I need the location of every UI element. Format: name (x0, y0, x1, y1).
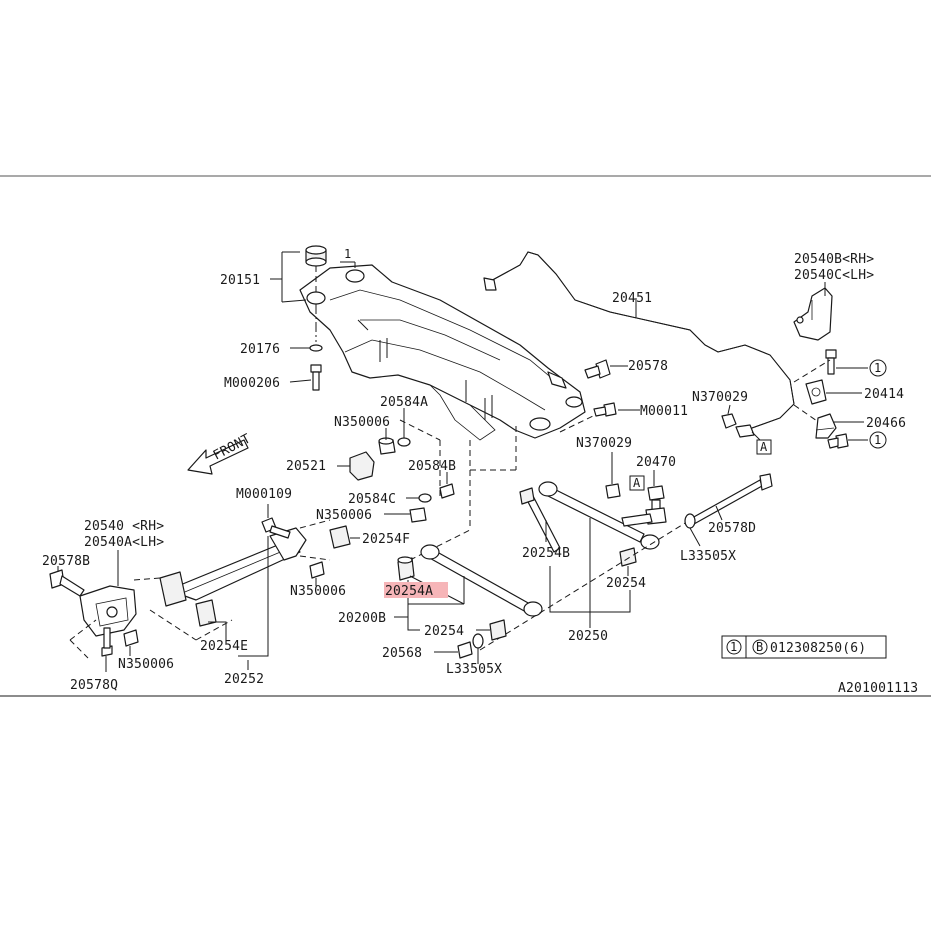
label-20254-right: 20254 (606, 576, 646, 591)
highlight-box (384, 582, 448, 598)
washer-l33505x-low[interactable] (472, 633, 484, 649)
legend-box: 1 B 012308250(6) (721, 635, 887, 659)
nut-n370029-left[interactable] (721, 413, 737, 429)
label-20451: 20451 (612, 291, 652, 306)
bolt-m000206[interactable] (310, 364, 322, 391)
label-20584a: 20584A (380, 395, 428, 410)
label-20200b: 20200B (338, 611, 386, 626)
diagram-id: A201001113 (838, 681, 918, 696)
label-n350006-left: N350006 (118, 657, 174, 672)
crossmember-bushing[interactable] (305, 245, 327, 267)
label-20578d: 20578D (708, 521, 756, 536)
label-20540-rh: 20540 <RH> (84, 519, 164, 534)
bolt-20578q[interactable] (101, 627, 113, 657)
nut-n370029-mid[interactable] (605, 483, 621, 499)
label-n370029-mid: N370029 (576, 436, 632, 451)
ref-box-a-upper: A (756, 439, 772, 455)
washer-20176[interactable] (309, 344, 323, 352)
lateral-link-lower[interactable] (420, 544, 543, 617)
trailing-link-20252[interactable] (167, 527, 307, 601)
washer-20584c[interactable] (418, 493, 432, 503)
bushing-20254b[interactable] (519, 487, 535, 505)
svg-text:B: B (756, 640, 763, 654)
stabilizer-bushing-20414[interactable] (805, 379, 827, 405)
washer-l33505x-right[interactable] (684, 513, 696, 529)
label-n350006-mid: N350006 (316, 508, 372, 523)
label-20254a[interactable]: 20254A (385, 584, 433, 599)
label-20578q: 20578Q (70, 678, 118, 693)
label-20584c: 20584C (348, 492, 396, 507)
label-20540a-lh: 20540A<LH> (84, 535, 164, 550)
label-20252: 20252 (224, 672, 264, 687)
ref-box-a-lower: A (629, 475, 645, 491)
label-20578b: 20578B (42, 554, 90, 569)
callout-circle-upper: 1 (869, 359, 887, 377)
label-20254e: 20254E (200, 639, 248, 654)
label-20584b: 20584B (408, 459, 456, 474)
stabilizer-clamp-20466[interactable] (815, 413, 837, 439)
bolt-m00011[interactable] (593, 402, 617, 417)
svg-text:1: 1 (730, 640, 737, 654)
nut-20568[interactable] (457, 641, 473, 659)
trailing-arm-bracket-20540[interactable] (79, 585, 137, 637)
front-direction-arrow: FRONT (187, 431, 253, 475)
nut-n350006-top[interactable] (378, 437, 396, 455)
rear-crossmember[interactable] (299, 264, 586, 441)
bolt-lower-right[interactable] (827, 433, 849, 449)
label-l33505x-right: L33505X (680, 549, 736, 564)
label-20151: 20151 (220, 273, 260, 288)
svg-text:FRONT: FRONT (211, 431, 253, 463)
label-20414: 20414 (864, 387, 904, 402)
label-m00011: M00011 (640, 404, 688, 419)
bolt-20578[interactable] (584, 359, 611, 379)
label-l33505x-low: L33505X (446, 662, 502, 677)
end-link-20470[interactable] (621, 485, 667, 527)
svg-text:1: 1 (874, 361, 881, 375)
bushing-20254-low[interactable] (489, 619, 507, 641)
bolt-20578b[interactable] (49, 569, 85, 597)
bump-stop-20521[interactable] (349, 451, 375, 481)
svg-text:1: 1 (344, 247, 351, 261)
label-n350006-top: N350006 (334, 415, 390, 430)
label-n350006-low: N350006 (290, 584, 346, 599)
washer-20584a[interactable] (397, 437, 411, 447)
bushing-20254-right[interactable] (619, 547, 637, 567)
label-20521: 20521 (286, 459, 326, 474)
label-20466: 20466 (866, 416, 906, 431)
svg-text:A: A (760, 440, 768, 454)
label-20470: 20470 (636, 455, 676, 470)
bolt-20578d[interactable] (691, 473, 773, 525)
svg-text:1: 1 (874, 433, 881, 447)
nut-n350006-mid[interactable] (409, 507, 427, 523)
legend-part-number: 012308250(6) (770, 641, 866, 656)
nut-n350006-low[interactable] (309, 561, 325, 579)
bushing-20254a[interactable] (397, 556, 415, 581)
bolt-m000109[interactable] (261, 517, 291, 539)
bushing-trailing-front[interactable] (159, 571, 187, 607)
label-20254b: 20254B (522, 546, 570, 561)
bolt-upper-right[interactable] (825, 349, 837, 375)
stabilizer-bracket[interactable] (793, 287, 833, 341)
label-20250: 20250 (568, 629, 608, 644)
nut-n350006-left[interactable] (123, 629, 139, 647)
label-20254-low: 20254 (424, 624, 464, 639)
lateral-link-upper[interactable] (538, 481, 660, 550)
callout-circle-lower: 1 (869, 431, 887, 449)
label-20540b-rh: 20540B<RH> (794, 252, 874, 267)
svg-text:A: A (633, 476, 641, 490)
label-20568: 20568 (382, 646, 422, 661)
label-m000206: M000206 (224, 376, 280, 391)
bracket-20584b[interactable] (439, 483, 455, 499)
label-20540c-lh: 20540C<LH> (794, 268, 874, 283)
label-20578: 20578 (628, 359, 668, 374)
label-20254f: 20254F (362, 532, 410, 547)
label-20176: 20176 (240, 342, 280, 357)
label-m000109: M000109 (236, 487, 292, 502)
label-n370029-left: N370029 (692, 390, 748, 405)
bushing-20254f[interactable] (329, 525, 351, 549)
